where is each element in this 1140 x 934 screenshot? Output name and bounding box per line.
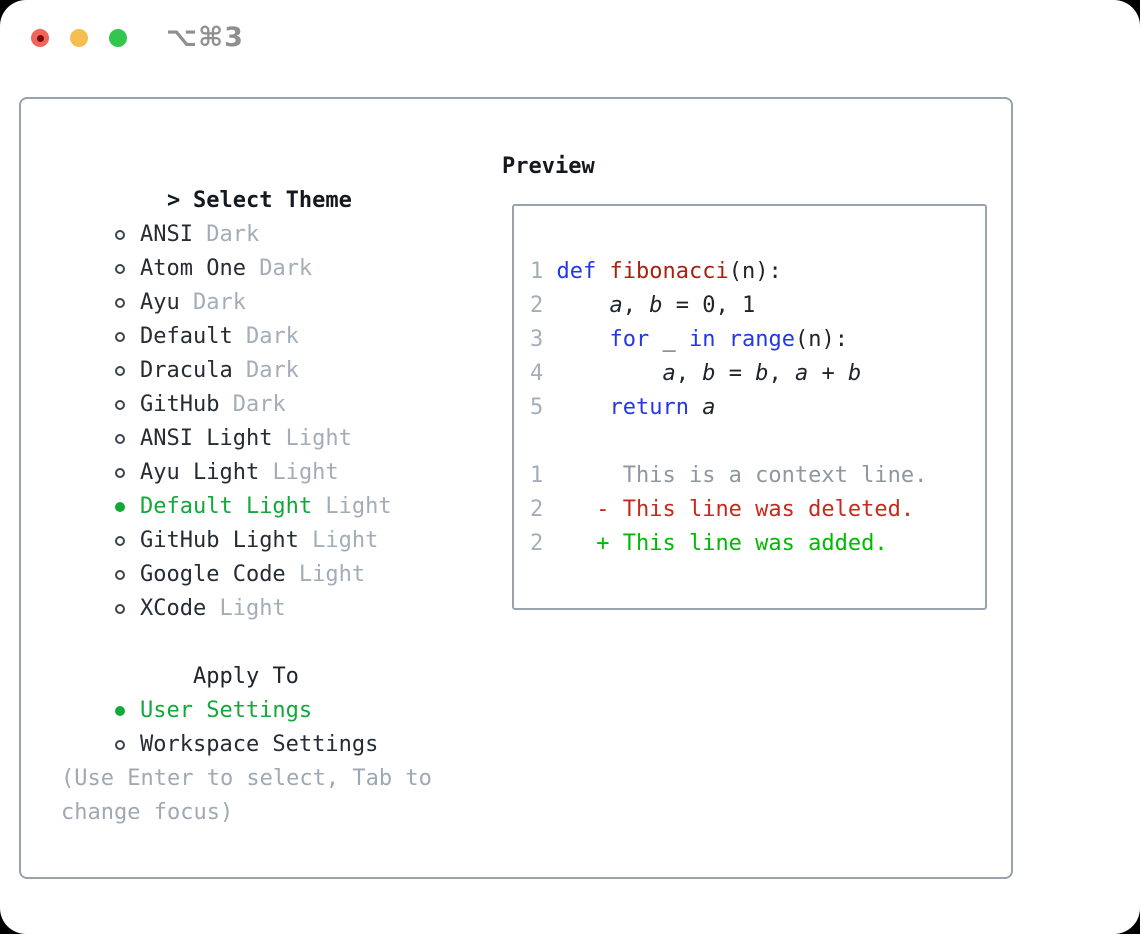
theme-option[interactable]: Ayu Dark [61,252,432,315]
theme-variant-tag: Dark [219,392,286,417]
theme-name: XCode [139,596,207,621]
theme-list: ANSI Dark Atom One Dark Ayu Dark Default… [61,184,432,621]
code-line: 3 for _ in range(n): [530,327,848,352]
left-column: > Select Theme ANSI Dark Atom One Dark Ay… [61,150,432,830]
help-text-line: (Use Enter to select, Tab to [61,766,432,791]
apply-to-header: Apply To [61,626,432,689]
titlebar: ⌥⌘3 [0,0,1140,78]
close-button[interactable] [31,29,49,47]
window-title: ⌥⌘3 [166,22,244,53]
theme-name: Google Code [139,562,286,587]
radio-icon [114,502,125,512]
apply-to-list: User Settings Workspace Settings [61,660,432,757]
code-line: 2 - This line was deleted. [530,497,915,522]
theme-variant-tag: Dark [192,222,260,247]
minimize-button[interactable] [70,29,88,47]
theme-name: Ayu [139,290,180,315]
theme-option[interactable]: Default Dark [61,286,432,349]
code-line: 1 def fibonacci(n): [530,259,782,284]
radio-icon [114,536,125,546]
theme-variant-tag: Dark [232,358,299,383]
theme-variant-tag: Light [259,460,339,485]
close-icon [36,34,44,42]
zoom-button[interactable] [109,29,127,47]
code-line: 2 + This line was added. [530,531,888,556]
theme-name: Ayu Light [139,460,260,485]
radio-icon [114,332,125,342]
apply-to-option-label: User Settings [139,698,313,723]
theme-option[interactable]: GitHub Dark [61,354,432,417]
theme-name: GitHub Light [139,528,299,553]
theme-option[interactable]: ANSI Dark [61,184,432,247]
select-theme-header: > Select Theme [61,150,432,213]
radio-icon [114,298,125,308]
code-line: 2 a, b = 0, 1 [530,293,756,318]
theme-variant-tag: Light [312,494,392,519]
theme-variant-tag: Dark [245,256,313,281]
theme-name: ANSI [139,222,193,247]
radio-icon [114,570,125,580]
theme-variant-tag: Light [285,562,366,587]
theme-variant-tag: Light [206,596,286,621]
code-line: 1 This is a context line. [530,463,928,488]
radio-icon [114,400,125,410]
theme-option[interactable]: ANSI Light Light [61,388,432,451]
theme-variant-tag: Dark [232,324,299,349]
radio-icon [114,604,125,614]
theme-option[interactable]: Ayu Light Light [61,422,432,485]
help-text: (Use Enter to select, Tab to change focus… [61,762,432,830]
code-line [530,425,927,459]
theme-name: Default Light [139,494,313,519]
radio-icon [114,740,125,750]
theme-name: ANSI Light [139,426,273,451]
theme-option[interactable]: Dracula Dark [61,320,432,383]
help-text-line: change focus) [61,800,234,825]
theme-picker-panel: > Select Theme ANSI Dark Atom One Dark Ay… [19,97,1013,879]
theme-option[interactable]: Google Code Light [61,524,432,587]
apply-to-option-label: Workspace Settings [139,732,379,757]
theme-option[interactable]: XCode Light [61,558,432,621]
theme-variant-tag: Light [272,426,352,451]
theme-variant-tag: Dark [179,290,246,315]
theme-option[interactable]: Default Light Light [61,456,432,519]
apply-to-option[interactable]: User Settings [61,660,432,723]
preview-title: Preview [502,154,595,179]
radio-icon [114,366,125,376]
code-line: 4 a, b = b, a + b [530,361,862,386]
theme-name: Atom One [139,256,246,281]
radio-icon [114,230,125,240]
apply-to-label: Apply To [192,664,299,689]
radio-icon [114,468,125,478]
radio-icon [114,264,125,274]
theme-option[interactable]: GitHub Light Light [61,490,432,553]
theme-variant-tag: Light [298,528,379,553]
theme-name: GitHub [139,392,220,417]
theme-name: Dracula [139,358,233,383]
code-line: 5 return a [530,395,716,420]
radio-icon [114,434,125,444]
preview-box: 1 def fibonacci(n): 2 a, b = 0, 1 3 for _ … [512,204,987,610]
prompt-icon: > [166,188,181,213]
theme-name: Default [139,324,233,349]
theme-option[interactable]: Atom One Dark [61,218,432,281]
apply-to-option[interactable]: Workspace Settings [61,694,432,757]
preview-code: 1 def fibonacci(n): 2 a, b = 0, 1 3 for _ … [530,255,927,561]
select-theme-label: Select Theme [192,188,352,213]
radio-icon [114,706,125,716]
